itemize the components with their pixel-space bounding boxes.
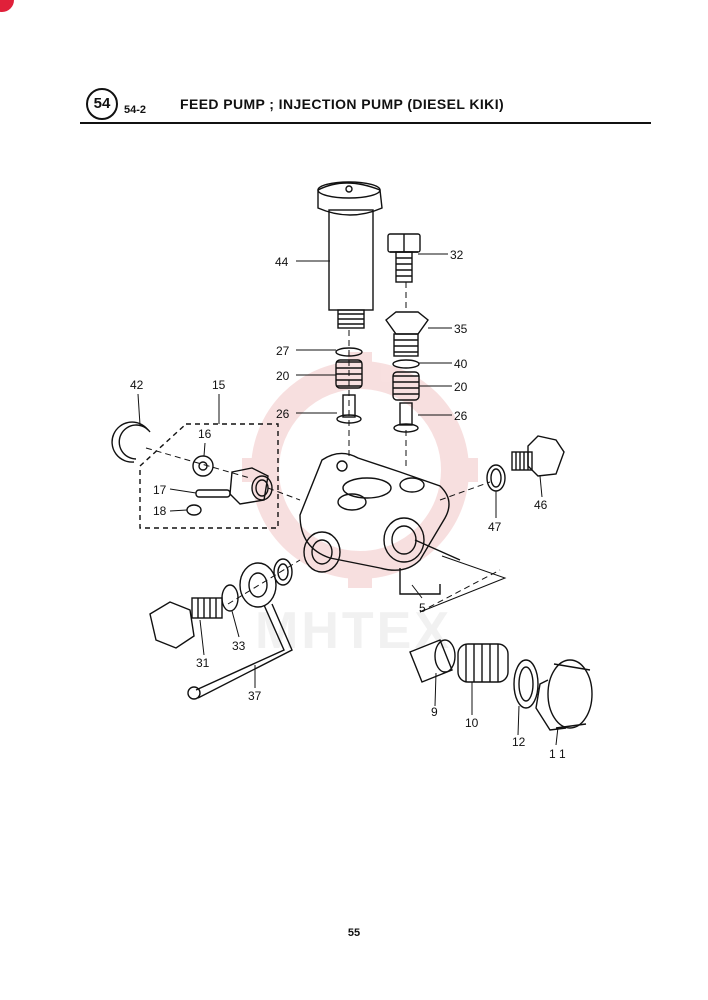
callout-16: 16: [198, 427, 212, 441]
page-title: FEED PUMP ; INJECTION PUMP (DIESEL KIKI): [180, 96, 505, 112]
part-47-gasket: [486, 464, 506, 492]
assembly-lines: [145, 282, 501, 613]
page-header: 54 54-2 FEED PUMP ; INJECTION PUMP (DIES…: [0, 0, 708, 130]
watermark-text: MHTEX: [255, 602, 452, 660]
callout-47: 47: [488, 520, 502, 534]
part-10-spring: [457, 643, 509, 683]
part-33-gasket: [221, 558, 293, 612]
callout-17: 17: [153, 483, 167, 497]
part-26-valve-left: [336, 394, 362, 424]
part-35-nut: [385, 311, 429, 357]
part-46-plug: [511, 435, 565, 477]
section-number-badge: 54: [86, 88, 118, 120]
callout-9: 9: [431, 705, 438, 719]
callout-27: 27: [276, 344, 290, 358]
callout-35: 35: [454, 322, 468, 336]
group-15-box: [139, 423, 279, 529]
header-rule: [80, 122, 651, 124]
callout-20-left: 20: [276, 369, 290, 383]
part-44-filter-cup: [317, 181, 383, 329]
part-9-collar: [409, 639, 456, 683]
part-5-pump-body: [299, 452, 461, 595]
callout-31: 31: [196, 656, 210, 670]
part-17-pin: [195, 489, 231, 498]
assembly-line-5: [419, 555, 507, 613]
callout-11: 1 1: [549, 747, 566, 761]
callout-10: 10: [465, 716, 479, 730]
sub-section-number: 54-2: [124, 104, 147, 116]
leader-lines: [137, 253, 559, 746]
callout-37: 37: [248, 689, 262, 703]
part-32-bolt: [387, 233, 421, 283]
part-12-gasket: [513, 659, 539, 709]
callout-26-right: 26: [454, 409, 468, 423]
part-31-eye-bolt: [149, 597, 223, 649]
callout-20-right: 20: [454, 380, 468, 394]
callout-5: 5: [419, 601, 426, 615]
callout-18: 18: [153, 504, 167, 518]
part-42-snap-ring: [111, 421, 149, 463]
callout-12: 12: [512, 735, 526, 749]
callout-26-left: 26: [276, 407, 290, 421]
callout-40: 40: [454, 357, 468, 371]
callout-32: 32: [450, 248, 464, 262]
watermark-logo: MHTEX: [242, 352, 478, 660]
part-40-washer: [392, 359, 420, 369]
part-18-roller: [186, 504, 202, 516]
callout-15: 15: [212, 378, 226, 392]
part-16-plunger: [192, 455, 214, 477]
part-37-pipe: [187, 562, 293, 700]
part-11-plug: [535, 659, 593, 731]
callout-labels: 44 32 35 27 40 20 20 26 26 42 15 16 17 1…: [130, 248, 566, 761]
callout-33: 33: [232, 639, 246, 653]
callout-44: 44: [275, 255, 289, 269]
callout-42: 42: [130, 378, 144, 392]
callout-46: 46: [534, 498, 548, 512]
page-number: 55: [347, 927, 361, 939]
